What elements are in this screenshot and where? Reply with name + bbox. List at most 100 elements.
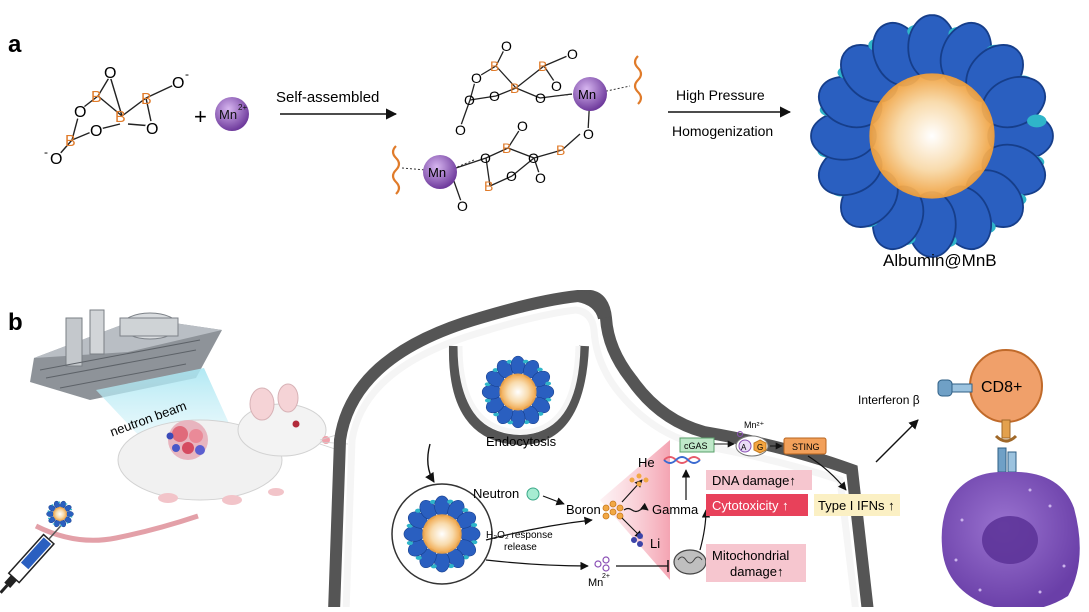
cytotoxicity-label: Cytotoxicity ↑ — [712, 498, 789, 513]
mhc-receptor — [997, 447, 1017, 473]
protein-chain-squiggle — [633, 55, 643, 105]
mn-center: Mn — [423, 155, 457, 189]
svg-text:O: O — [455, 122, 466, 138]
svg-text:O: O — [535, 170, 546, 186]
mito-damage-label-2: damage↑ — [730, 564, 783, 579]
svg-text:O: O — [528, 150, 539, 166]
mn-center: Mn — [573, 77, 607, 111]
svg-text:Mn: Mn — [219, 107, 237, 122]
mn-ion-charge: 2+ — [602, 573, 610, 580]
cell-membrane — [328, 290, 874, 612]
svg-text:B: B — [510, 80, 519, 96]
syringe — [0, 525, 62, 594]
boron-label: Boron — [566, 502, 601, 517]
mn-released — [594, 556, 610, 572]
svg-text:B: B — [502, 140, 511, 156]
oxygen-anion: O — [172, 75, 184, 92]
mn-small-ion — [737, 431, 743, 437]
homogenization-label: Homogenization — [672, 123, 773, 139]
interferon-beta-label: Interferon β — [858, 393, 920, 407]
type1-ifn-box — [814, 494, 900, 516]
svg-text:O: O — [583, 126, 594, 142]
mn-ion-label: Mn — [588, 577, 603, 589]
svg-text:A: A — [741, 443, 747, 452]
panel-a-label: a — [8, 31, 22, 58]
endocytosed-nanoparticle — [481, 355, 555, 429]
cytotoxicity-box — [706, 494, 808, 516]
mn-borate-complex: O B O B O O B O O O O O O O B O B O B O … — [391, 38, 643, 214]
svg-text:O: O — [501, 38, 512, 54]
mn-small-label: Mn²⁺ — [744, 420, 764, 430]
mn-ion: Mn 2+ — [215, 97, 249, 131]
arrow-neutron-to-boron — [542, 495, 565, 506]
oxygen-anion: O — [50, 151, 62, 168]
svg-text:O: O — [464, 92, 475, 108]
svg-text:2+: 2+ — [238, 103, 247, 112]
boron-atom: B — [115, 109, 126, 126]
arrow-release-boron — [485, 516, 593, 541]
svg-text:O: O — [489, 88, 500, 104]
he-particles — [629, 473, 649, 487]
sting-box — [783, 437, 827, 455]
svg-text:O: O — [567, 46, 578, 62]
neutron-label: Neutron — [473, 486, 519, 501]
mito-damage-box — [706, 544, 806, 582]
li-particles — [631, 533, 643, 547]
syringe-nanoparticle-icon — [46, 500, 74, 528]
plus-sign: + — [194, 104, 207, 129]
dna-damage-box — [706, 470, 812, 490]
svg-text:O: O — [535, 90, 546, 106]
reaction-fan — [600, 440, 670, 580]
svg-text:O: O — [471, 70, 482, 86]
tumor-cell — [941, 471, 1080, 611]
arrow-to-gamma — [623, 502, 649, 513]
svg-text:B: B — [484, 178, 493, 194]
svg-text:O: O — [551, 78, 562, 94]
borate-cluster: O B B B B O O O O - O - — [44, 65, 189, 168]
h2o2-response-label: H₂O₂ response — [486, 530, 553, 541]
product-li: Li — [650, 536, 660, 551]
svg-text:Mn: Mn — [578, 87, 596, 102]
arrow-release-mn — [485, 559, 589, 571]
boron-atom: B — [65, 133, 76, 150]
tumor-on-mouse — [166, 420, 208, 460]
cgas-box — [679, 437, 715, 453]
product-label: Albumin@MnB — [883, 251, 997, 270]
arrow-endocytosis-to-vesicle — [425, 443, 435, 483]
oxygen-atom: O — [74, 104, 86, 121]
svg-text:O: O — [517, 118, 528, 134]
mito-damage-label-1: Mitochondrial — [712, 548, 789, 563]
anion-charge: - — [44, 145, 48, 159]
neutron-particle — [526, 487, 540, 501]
oxygen-atom: O — [104, 65, 116, 82]
product-he: He — [638, 455, 655, 470]
dna-damage-label: DNA damage↑ — [712, 473, 796, 488]
arrow-mito-to-cytotox — [699, 509, 711, 551]
svg-text:B: B — [556, 142, 565, 158]
mouse — [34, 383, 349, 543]
protein-chain-squiggle — [391, 145, 401, 195]
svg-text:Mn: Mn — [428, 165, 446, 180]
product-gamma: Gamma — [652, 502, 699, 517]
svg-text:G: G — [757, 443, 763, 452]
boron-atom: B — [141, 91, 152, 108]
svg-text:B: B — [490, 58, 499, 74]
cgas-label: cGAS — [684, 441, 708, 451]
vesicle-nanoparticle — [403, 495, 481, 573]
endocytosis-label: Endocytosis — [486, 434, 557, 449]
self-assembled-label: Self-assembled — [276, 89, 379, 106]
arrow-ifn-out — [875, 419, 919, 463]
svg-text:O: O — [480, 150, 491, 166]
sting-label: STING — [792, 442, 820, 452]
ifn-receptor — [937, 379, 973, 397]
albumin-mnb-nanoparticle — [810, 14, 1054, 258]
cd8-t-cell: CD8+ — [937, 349, 1043, 443]
oxygen-atom: O — [90, 123, 102, 140]
release-label: release — [504, 542, 537, 553]
mitochondrion — [673, 549, 707, 575]
arrow-sting-to-ifn — [807, 455, 847, 491]
high-pressure-label: High Pressure — [676, 87, 765, 103]
tcr-receptor — [994, 419, 1018, 443]
svg-text:B: B — [538, 58, 547, 74]
boron-cluster — [602, 500, 624, 520]
